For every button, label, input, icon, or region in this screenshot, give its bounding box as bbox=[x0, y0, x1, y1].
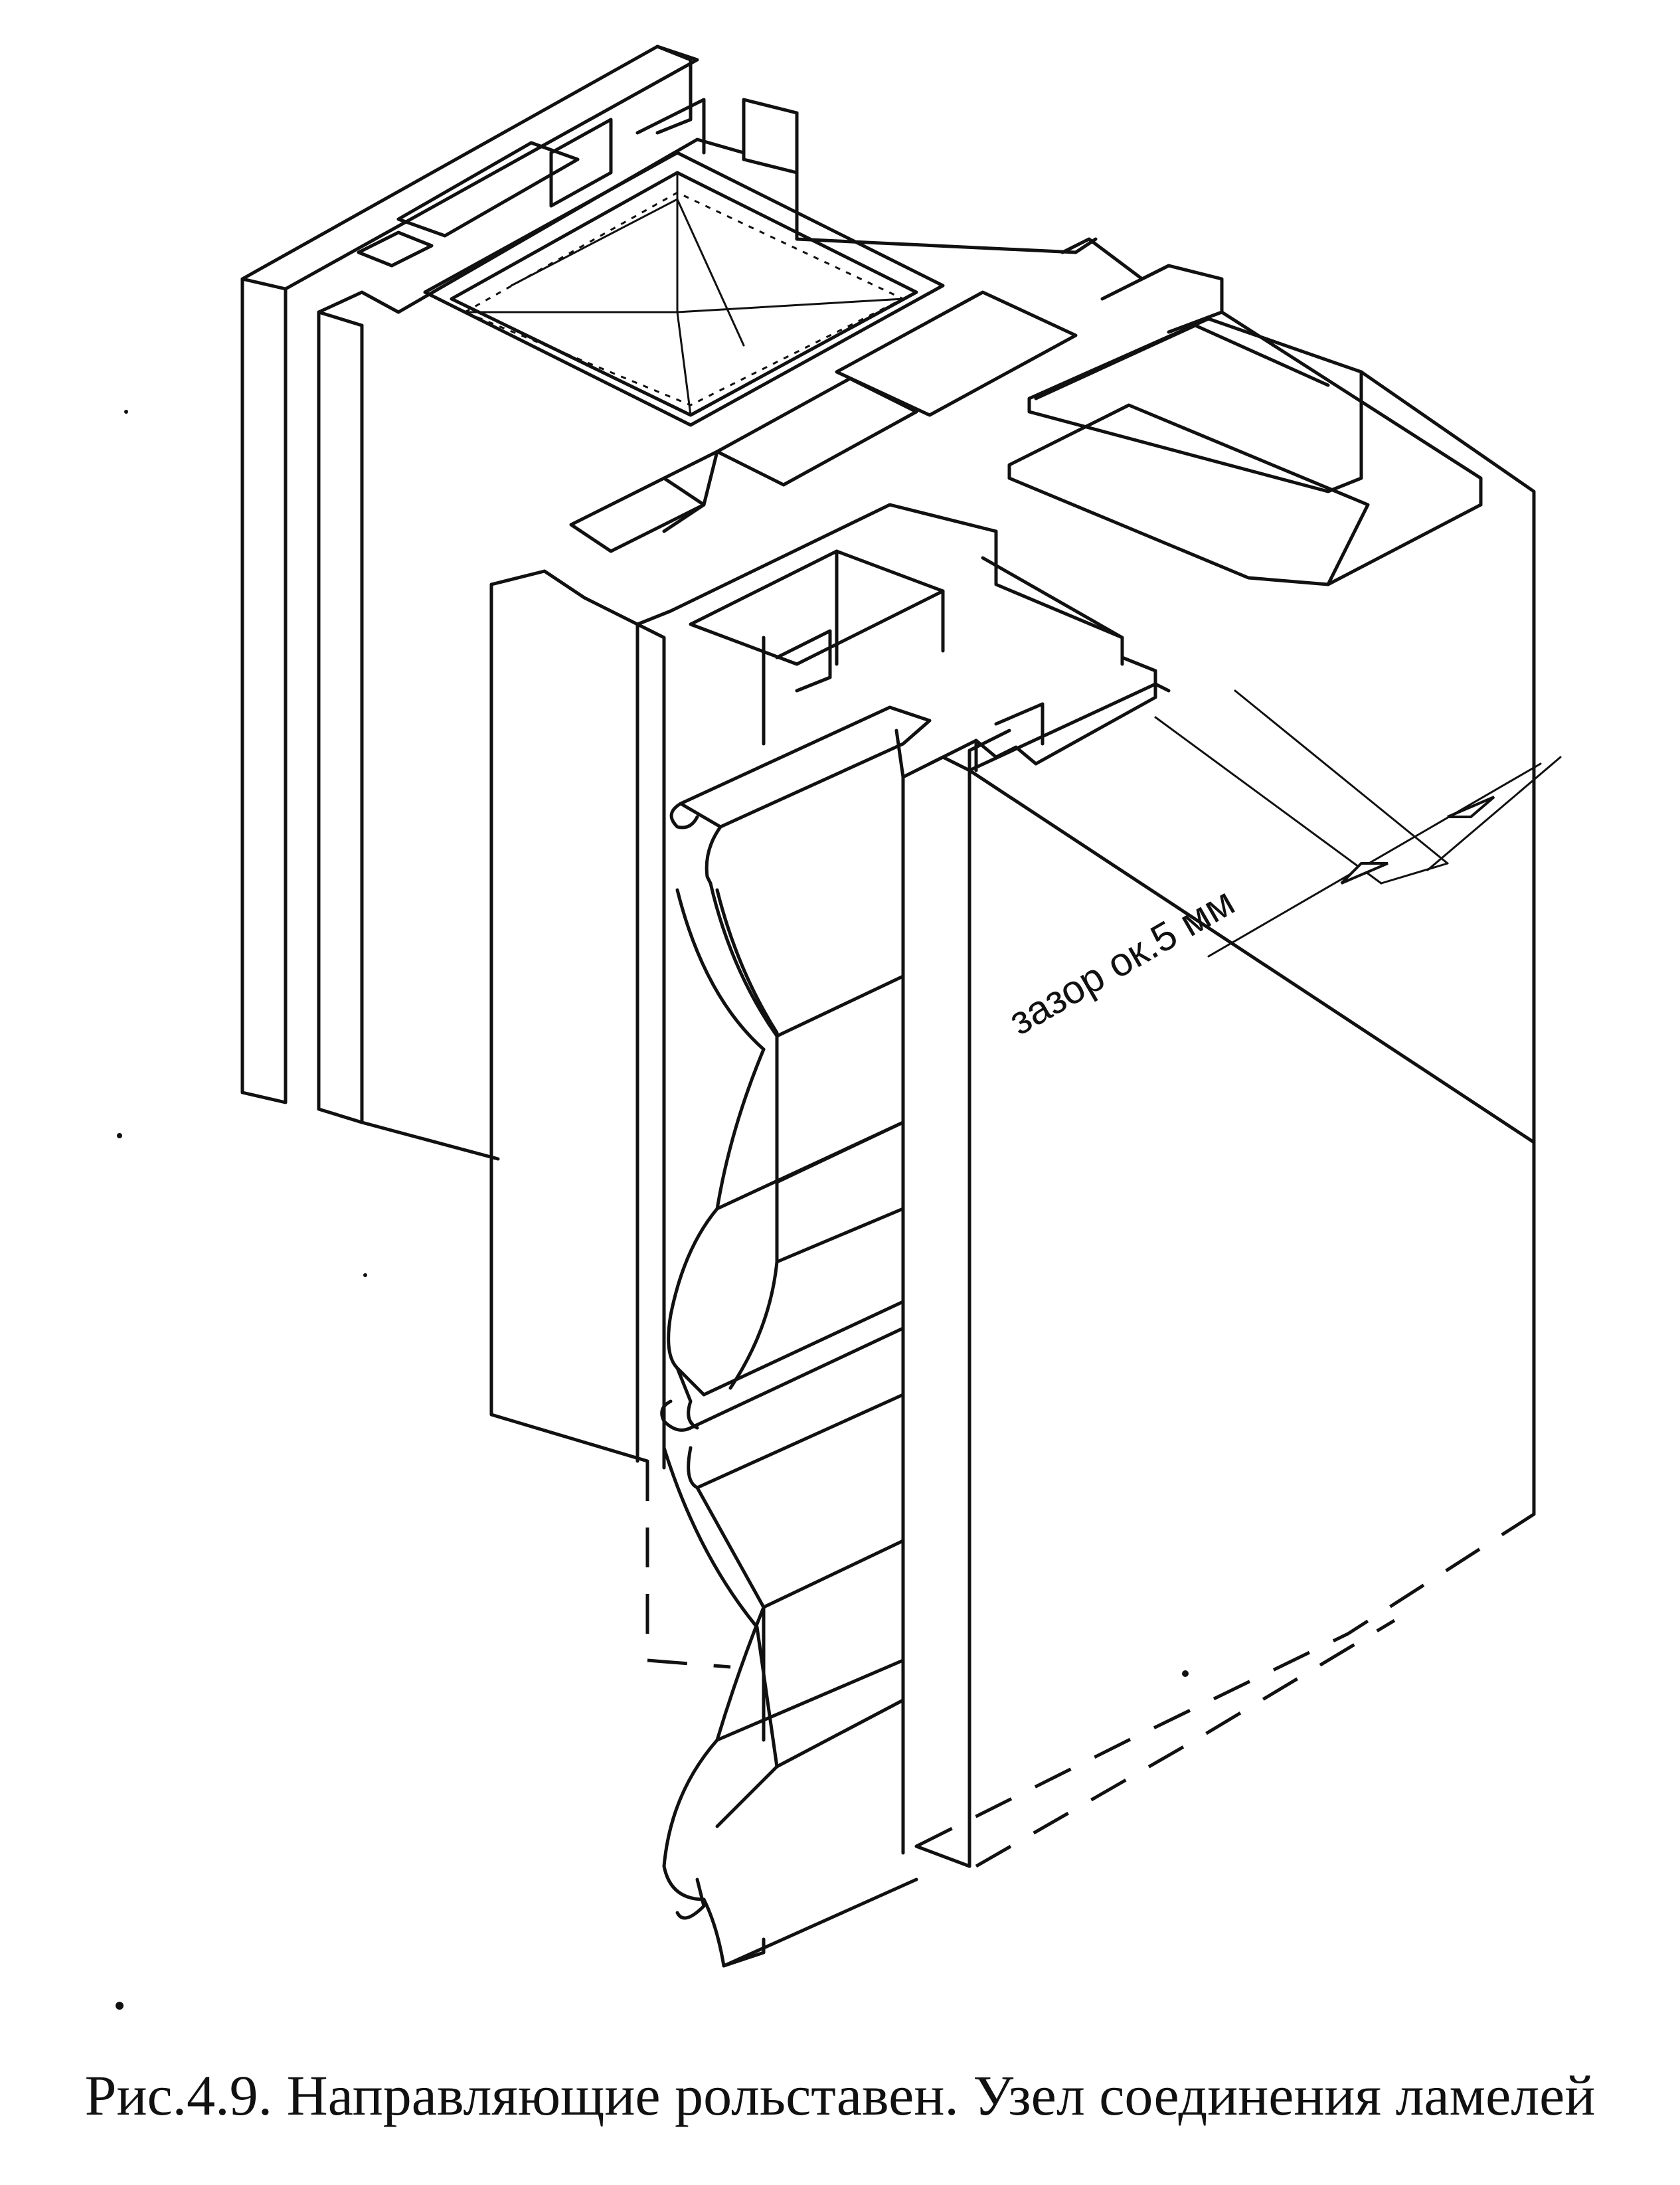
shutter-slats bbox=[660, 705, 932, 1968]
figure-caption: Рис.4.9. Направляющие рольставен. Узел с… bbox=[84, 2063, 1596, 2127]
gap-dimension bbox=[1154, 689, 1562, 958]
cut-lines bbox=[645, 1461, 1535, 1868]
dimension-arrow-left bbox=[1340, 862, 1388, 885]
scan-specks bbox=[116, 410, 1189, 2010]
guide-rail bbox=[901, 656, 1536, 1868]
dimension-arrow-right bbox=[1447, 796, 1495, 818]
gap-dimension-label: зазор ок.5 мм bbox=[1001, 879, 1242, 1044]
steel-reinforcement-tube bbox=[423, 151, 945, 427]
frame-chambers bbox=[569, 237, 1536, 1516]
sash-profile bbox=[489, 503, 1124, 1470]
window-frame-profile bbox=[240, 44, 1098, 1161]
